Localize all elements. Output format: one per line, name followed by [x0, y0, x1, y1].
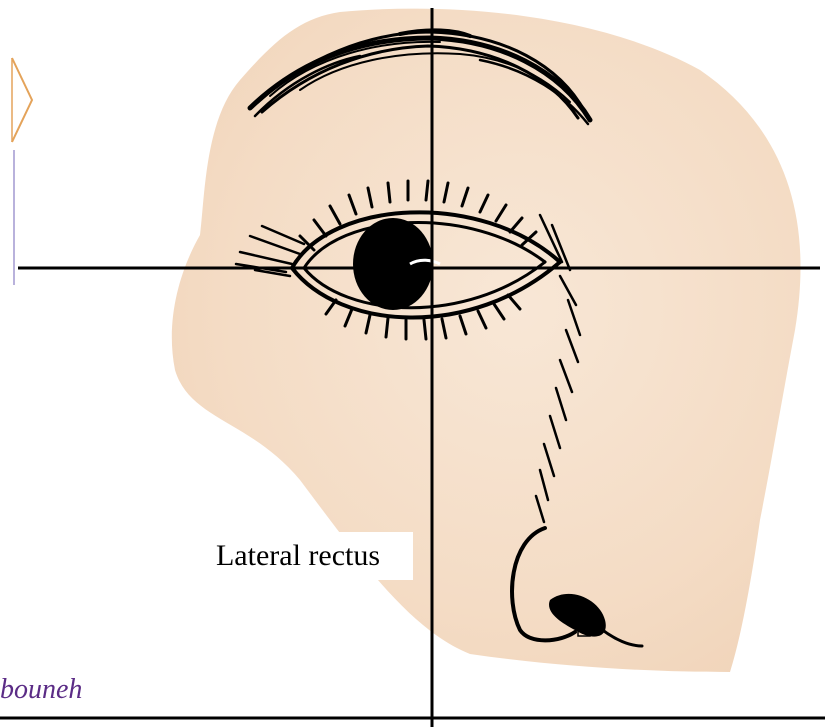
- slide-arrow-fragment: [0, 40, 32, 142]
- muscle-label-box: Lateral rectus: [183, 532, 413, 580]
- muscle-label: Lateral rectus: [216, 539, 380, 573]
- author-name-fragment: bouneh: [0, 674, 82, 706]
